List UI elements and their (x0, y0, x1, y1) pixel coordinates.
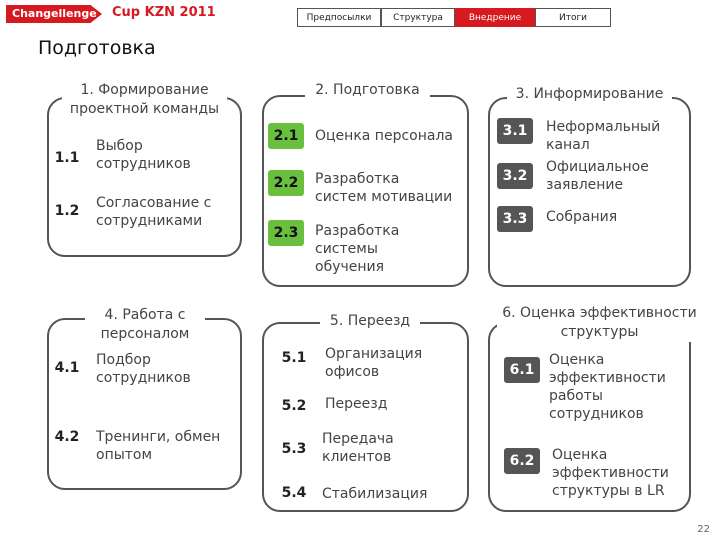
item-number: 5.4 (276, 480, 312, 506)
item-text: Собрания (546, 209, 618, 225)
item-text: Разработка систем мотивации (315, 171, 453, 205)
item-text: Передача клиентов (322, 431, 394, 465)
item-number: 4.2 (49, 424, 85, 450)
item-number: 6.1 (504, 357, 540, 383)
panel-title-relocation: 5. Переезд (320, 312, 420, 331)
brand-title: Cup KZN 2011 (112, 5, 216, 20)
item-text: Оценка эффективности работы сотрудников (549, 352, 666, 422)
item-text: Выбор сотрудников (96, 138, 191, 172)
page-title: Подготовка (38, 37, 156, 59)
item-number[interactable]: 2.2 (268, 170, 304, 196)
tab-predposylki[interactable]: Предпосылки (297, 8, 381, 27)
changellenge-logo: Changellenge (6, 5, 102, 23)
item-text: Подбор сотрудников (96, 352, 191, 386)
item-text: Оценка персонала (315, 128, 453, 144)
item-number: 3.1 (497, 118, 533, 144)
tab-itogi[interactable]: Итоги (535, 8, 611, 27)
item-number: 5.1 (276, 345, 312, 371)
panel-title-informing: 3. Информирование (507, 85, 672, 104)
panel-title-staff-work: 4. Работа с персоналом (85, 306, 205, 344)
item-text: Неформальный канал (546, 119, 661, 153)
item-text: Официальное заявление (546, 159, 649, 193)
page-number: 22 (697, 524, 710, 535)
item-number[interactable]: 2.3 (268, 220, 304, 246)
item-number: 1.1 (49, 145, 85, 171)
item-text: Тренинги, обмен опытом (96, 429, 221, 463)
item-text: Согласование с сотрудниками (96, 195, 212, 229)
item-number: 3.2 (497, 163, 533, 189)
item-number: 4.1 (49, 355, 85, 381)
panel-title-team-formation: 1. Формирование проектной команды (62, 81, 227, 119)
item-text: Переезд (325, 396, 388, 412)
item-text: Организация офисов (325, 346, 423, 380)
panel-team-formation (47, 97, 242, 257)
item-number[interactable]: 2.1 (268, 123, 304, 149)
item-number: 6.2 (504, 448, 540, 474)
tab-struktura[interactable]: Структура (381, 8, 455, 27)
item-number: 5.2 (276, 393, 312, 419)
panel-title-structure-evaluation: 6. Оценка эффективности структуры (497, 304, 702, 342)
panel-title-preparation: 2. Подготовка (305, 81, 430, 100)
item-text: Разработка системы обучения (315, 223, 400, 275)
item-text: Стабилизация (322, 486, 428, 502)
tab-vnedrenie[interactable]: Внедрение (455, 8, 535, 27)
item-number: 3.3 (497, 206, 533, 232)
item-number: 1.2 (49, 198, 85, 224)
item-number: 5.3 (276, 436, 312, 462)
item-text: Оценка эффективности структуры в LR (552, 447, 669, 499)
